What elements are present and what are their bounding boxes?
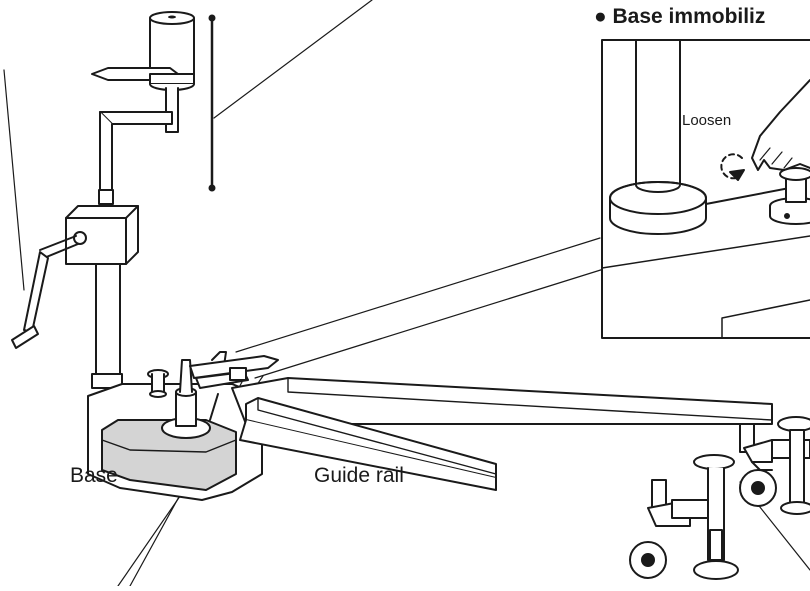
base-immobilizer-inset — [601, 39, 810, 339]
crank-column — [11, 11, 195, 389]
label-inset-title: ● Base immobiliz — [594, 5, 766, 28]
guide-rails — [209, 377, 773, 491]
height-dimension-marker — [208, 14, 216, 192]
label-loosen: Loosen — [682, 112, 732, 129]
caster-right — [739, 416, 810, 515]
label-base: Base — [70, 464, 118, 487]
caster-front — [629, 454, 739, 580]
base-unit — [87, 351, 279, 501]
label-guide-rail: Guide rail — [314, 464, 404, 487]
